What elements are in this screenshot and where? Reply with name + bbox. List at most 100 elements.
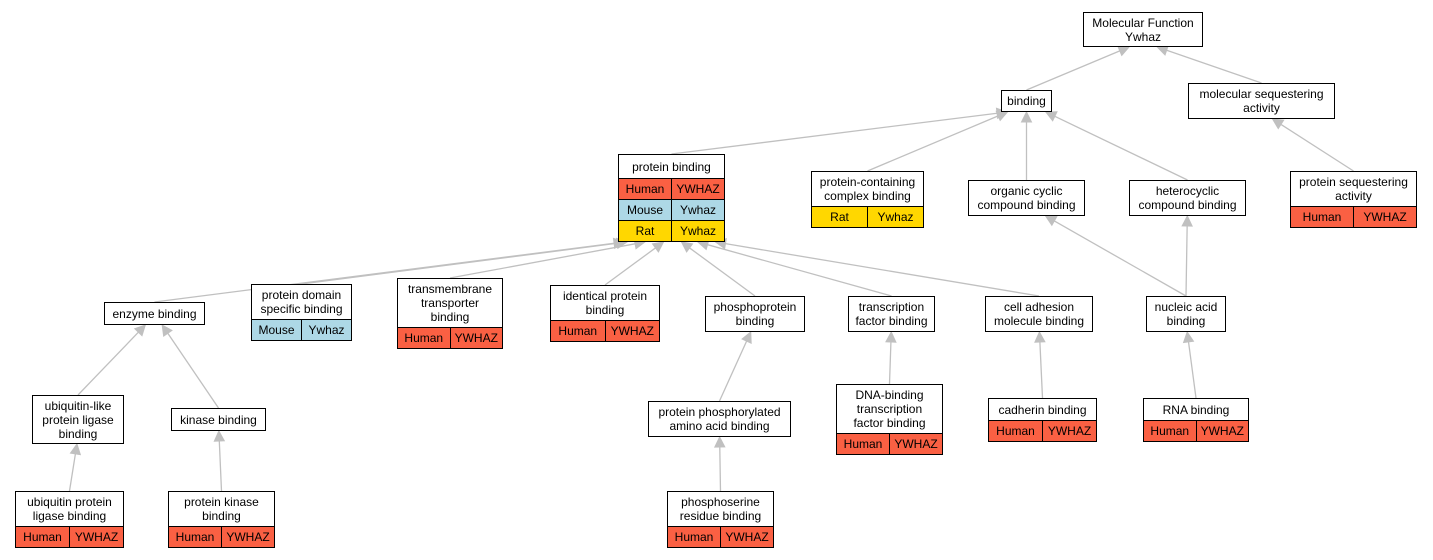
gene-cell: YWHAZ <box>1353 207 1416 227</box>
edge-nab-to-hcb <box>1185 225 1188 297</box>
node-molecular-function: Molecular Function Ywhaz <box>1083 12 1203 47</box>
arrowhead-psa-to-msa <box>1271 118 1285 130</box>
gene-cell: YWHAZ <box>889 434 942 454</box>
arrowhead-dbtfb-to-tfb <box>885 330 897 343</box>
edge-binding-to-mf <box>1026 50 1121 91</box>
species-cell: Human <box>843 437 883 451</box>
arrowhead-pkb-to-kb <box>213 429 226 442</box>
node-heterocyclic-compound-binding: heterocyclic compound binding <box>1129 180 1246 216</box>
edge-psa-to-msa <box>1280 123 1354 172</box>
node-label: protein phosphorylated amino acid bindin… <box>658 405 781 433</box>
edge-ipb-to-pb <box>604 247 656 286</box>
gene-cell: YWHAZ <box>1042 421 1096 441</box>
gene-cell: Ywhaz <box>867 207 923 227</box>
edge-ulplb-to-eb <box>77 331 139 396</box>
gene-cell: YWHAZ <box>221 527 274 547</box>
node-ubiquitin-like-protein-ligase-binding: ubiquitin-like protein ligase binding <box>32 395 124 444</box>
edge-dbtfb-to-tfb <box>888 341 892 385</box>
node-label: cell adhesion molecule binding <box>993 300 1085 328</box>
edge-camb-to-pb <box>725 243 1040 297</box>
node-label: molecular sequestering activity <box>1199 87 1324 115</box>
node-transcription-factor-binding: transcription factor binding <box>848 296 935 332</box>
species-cell: Human <box>404 331 444 345</box>
species-cell: Human <box>1302 210 1342 224</box>
node-phosphoprotein-binding: phosphoprotein binding <box>705 296 805 332</box>
edge-ttb-to-pb <box>449 243 636 279</box>
edge-ppaab-to-ppb <box>718 340 748 402</box>
node-label: RNA binding <box>1162 402 1230 417</box>
node-label: identical protein binding <box>562 289 648 317</box>
node-label: protein sequestering activity <box>1299 175 1408 203</box>
arrowhead-ppb-to-pb <box>680 241 694 253</box>
edge-tfb-to-pb <box>707 244 892 297</box>
node-label: transcription factor binding <box>855 300 928 328</box>
arrowhead-psrb-to-ppaab <box>713 435 726 448</box>
node-label: phosphoprotein binding <box>713 300 797 328</box>
annotation-row-human: Human YWHAZ <box>837 433 942 454</box>
gene-cell: YWHAZ <box>604 321 660 341</box>
node-label: nucleic acid binding <box>1154 300 1218 328</box>
species-cell: Mouse <box>626 203 664 217</box>
node-binding: binding <box>1001 90 1052 112</box>
edge-ppb-to-pb <box>689 247 756 297</box>
node-label: ubiquitin-like protein ligase binding <box>42 398 114 441</box>
edge-cb-to-camb <box>1039 341 1044 399</box>
edge-uplb-to-ulplb <box>68 453 77 492</box>
edge-msa-to-mf <box>1166 49 1262 84</box>
node-kinase-binding: kinase binding <box>171 408 266 431</box>
arrowhead-ipb-to-pb <box>651 241 665 253</box>
node-label: Molecular Function Ywhaz <box>1092 15 1194 44</box>
species-cell: Mouse <box>258 323 295 337</box>
gene-cell: YWHAZ <box>69 527 123 547</box>
arrowhead-binding-to-mf <box>1117 45 1131 57</box>
species-cell: Human <box>625 182 665 196</box>
arrowhead-occb-to-binding <box>1020 110 1033 123</box>
node-nucleic-acid-binding: nucleic acid binding <box>1146 296 1226 332</box>
node-cell-adhesion-molecule-binding: cell adhesion molecule binding <box>985 296 1093 332</box>
arrowhead-ulplb-to-eb <box>133 324 147 337</box>
node-organic-cyclic-compound-binding: organic cyclic compound binding <box>968 180 1085 216</box>
node-label: phosphoserine residue binding <box>679 495 762 523</box>
node-label: ubiquitin protein ligase binding <box>27 495 112 523</box>
annotation-row-human: Human YWHAZ <box>398 327 502 348</box>
arrowhead-hcb-to-binding <box>1044 111 1058 122</box>
edge-psrb-to-ppaab <box>719 446 722 492</box>
node-protein-phosphorylated-amino-acid-binding: protein phosphorylated amino acid bindin… <box>648 401 791 437</box>
edge-kb-to-eb <box>167 332 220 409</box>
species-cell: Rat <box>635 224 655 238</box>
gene-cell: Ywhaz <box>671 221 724 241</box>
node-dna-binding-transcription-factor-binding: DNA-binding transcription factor binding… <box>836 384 943 455</box>
edge-hcb-to-binding <box>1054 115 1188 181</box>
edge-nab-to-occb <box>1054 220 1187 297</box>
node-label: protein kinase binding <box>184 495 259 523</box>
node-label: cadherin binding <box>998 402 1087 417</box>
node-label: protein binding <box>632 159 711 174</box>
species-cell: Human <box>1150 424 1190 438</box>
node-label: kinase binding <box>180 412 257 427</box>
edge-pdsb-to-pb <box>301 242 618 285</box>
gene-cell: YWHAZ <box>449 328 503 348</box>
gene-cell: YWHAZ <box>720 527 773 547</box>
species-cell: Rat <box>830 210 849 224</box>
node-label: binding <box>1007 94 1046 108</box>
node-label: heterocyclic compound binding <box>1138 184 1237 212</box>
arrowhead-cb-to-camb <box>1034 330 1046 343</box>
arrowhead-nab-to-occb <box>1044 215 1058 227</box>
arrowhead-nab-to-hcb <box>1181 214 1193 227</box>
arrowhead-pccb-to-binding <box>995 110 1009 122</box>
